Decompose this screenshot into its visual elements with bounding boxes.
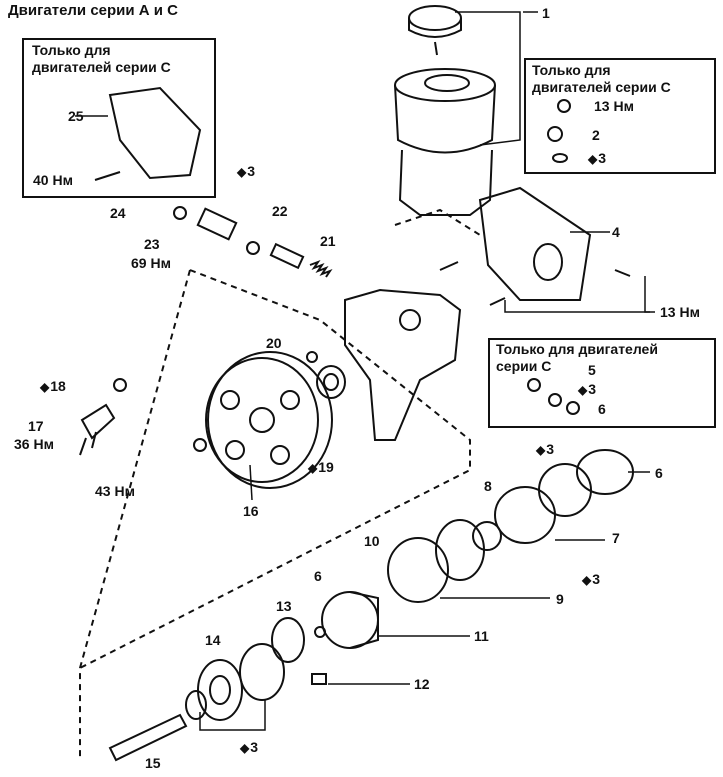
inset-label-bracket: Только для двигателей серии С — [32, 42, 171, 75]
label-24: 24 — [110, 205, 126, 221]
label-3-plate: 3 — [582, 571, 600, 588]
label-3-bottom: 3 — [240, 739, 258, 756]
label-17: 17 — [28, 418, 44, 434]
plate-9 — [387, 537, 449, 603]
label-7: 7 — [612, 530, 620, 546]
label-11: 11 — [474, 628, 489, 644]
label-4: 4 — [612, 224, 620, 240]
inset-label-plug: Только для двигателей серии С — [496, 341, 658, 374]
front-housing — [197, 659, 243, 721]
label-1: 1 — [542, 5, 550, 21]
pulley — [205, 351, 333, 489]
ring-3b — [435, 519, 485, 581]
label-10: 10 — [364, 533, 380, 549]
label-torque-13b: 13 Нм — [660, 304, 700, 320]
label-torque-69: 69 Нм — [131, 255, 171, 271]
inset-box-bracket — [22, 38, 216, 198]
label-2: 2 — [592, 127, 600, 143]
label-25: 25 — [68, 108, 84, 124]
diagram-title: Двигатели серии А и С — [8, 2, 179, 19]
label-9: 9 — [556, 591, 564, 607]
label-22: 22 — [272, 203, 288, 219]
label-14: 14 — [205, 632, 221, 648]
ring-3 — [538, 463, 592, 517]
label-16: 16 — [243, 503, 259, 519]
label-20: 20 — [266, 335, 282, 351]
spring-21 — [309, 259, 333, 278]
label-21: 21 — [320, 233, 336, 249]
dashed-reservoir-link — [394, 208, 481, 236]
label-23: 23 — [144, 236, 160, 252]
label-8: 8 — [484, 478, 492, 494]
label-torque-13a: 13 Нм — [594, 98, 634, 114]
label-18: 18 — [40, 378, 66, 395]
label-torque-43: 43 Нм — [95, 483, 135, 499]
label-6-mid: 6 — [314, 568, 322, 584]
label-torque-36: 36 Нм — [14, 436, 54, 452]
plug-23 — [196, 207, 238, 241]
pump-bracket — [478, 186, 592, 301]
spool-22 — [269, 242, 305, 270]
label-6-ring: 6 — [655, 465, 663, 481]
shaft — [108, 713, 188, 762]
label-6-plug: 6 — [598, 401, 606, 417]
label-5: 5 — [588, 362, 596, 378]
label-15: 15 — [145, 755, 161, 771]
label-13: 13 — [276, 598, 292, 614]
label-19: 19 — [308, 459, 334, 476]
inset-label-fitting: Только для двигателей серии С — [532, 62, 671, 95]
label-3-ring: 3 — [536, 441, 554, 458]
reservoir — [394, 5, 496, 216]
pump-body — [344, 288, 462, 441]
ring-6 — [576, 449, 634, 495]
label-3-plug: 3 — [578, 381, 596, 398]
ring-7 — [494, 486, 556, 544]
ring-3c — [239, 643, 285, 701]
control-valve — [80, 403, 116, 440]
label-12: 12 — [414, 676, 430, 692]
label-torque-40: 40 Нм — [33, 172, 73, 188]
cam-ring — [321, 591, 379, 649]
rotor — [271, 617, 305, 663]
label-3-fitting: 3 — [588, 150, 606, 167]
ring-8 — [472, 521, 502, 551]
label-3-top: 3 — [237, 163, 255, 180]
dashed-assembly-outline — [79, 269, 191, 760]
dashed-assembly-outline-2 — [79, 269, 471, 669]
inset-box-plug — [488, 338, 716, 428]
bracket-25 — [108, 86, 202, 180]
